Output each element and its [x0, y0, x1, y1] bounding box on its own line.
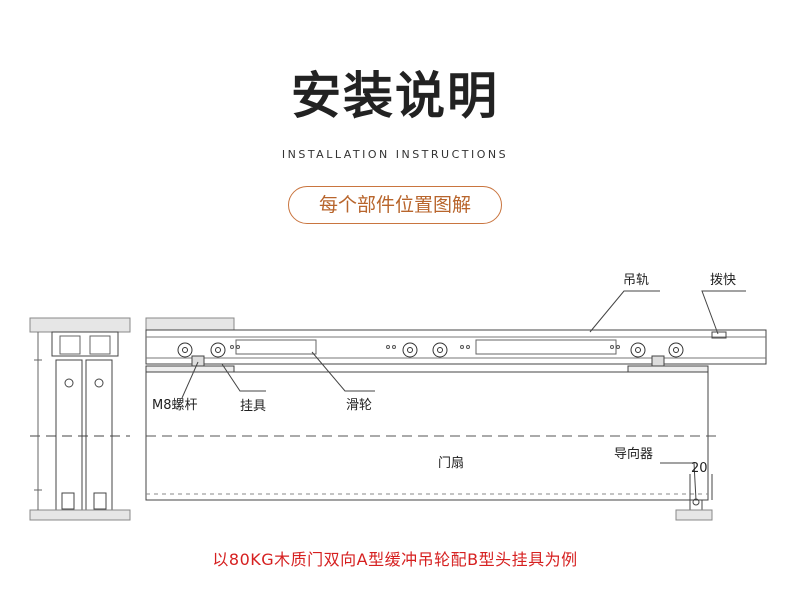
rollers — [177, 342, 684, 358]
side-bolt-b — [94, 378, 104, 388]
door-plate-right — [627, 365, 709, 373]
front-view — [145, 317, 767, 521]
floor-block-left — [29, 509, 131, 521]
trolley-plate-right — [475, 339, 617, 355]
ceiling-block-front — [145, 317, 235, 331]
label-track: 吊轨 — [623, 273, 649, 288]
page-title: 安装说明 — [291, 67, 499, 125]
label-stopper: 拨快 — [710, 273, 736, 288]
side-door-b — [85, 359, 113, 511]
side-door-a — [55, 359, 83, 511]
leader-lines — [181, 290, 746, 501]
side-bolt-a — [64, 378, 74, 388]
stopper — [711, 331, 727, 339]
section-badge: 每个部件位置图解 — [288, 186, 502, 224]
caption: 以80KG木质门双向A型缓冲吊轮配B型头挂具为例 — [212, 550, 578, 569]
label-guide: 导向器 — [614, 446, 653, 462]
label-hanger: 挂具 — [240, 399, 266, 414]
door-plate-left — [145, 365, 235, 373]
label-bolt: M8螺杆 — [152, 398, 198, 413]
side-guide-b — [93, 492, 107, 510]
floor-block-front — [675, 509, 713, 521]
label-door: 门扇 — [438, 455, 464, 471]
side-section-view — [29, 317, 131, 521]
page-subtitle: INSTALLATION INSTRUCTIONS — [281, 148, 509, 161]
label-dimension: 20 — [691, 461, 708, 476]
side-track-profile — [51, 331, 119, 357]
track — [145, 329, 767, 365]
side-guide-a — [61, 492, 75, 510]
side-roller-a — [59, 335, 81, 355]
trolley-plate-left — [235, 339, 317, 355]
label-roller: 滑轮 — [346, 398, 372, 413]
ceiling-block-left — [29, 317, 131, 333]
side-roller-b — [89, 335, 111, 355]
